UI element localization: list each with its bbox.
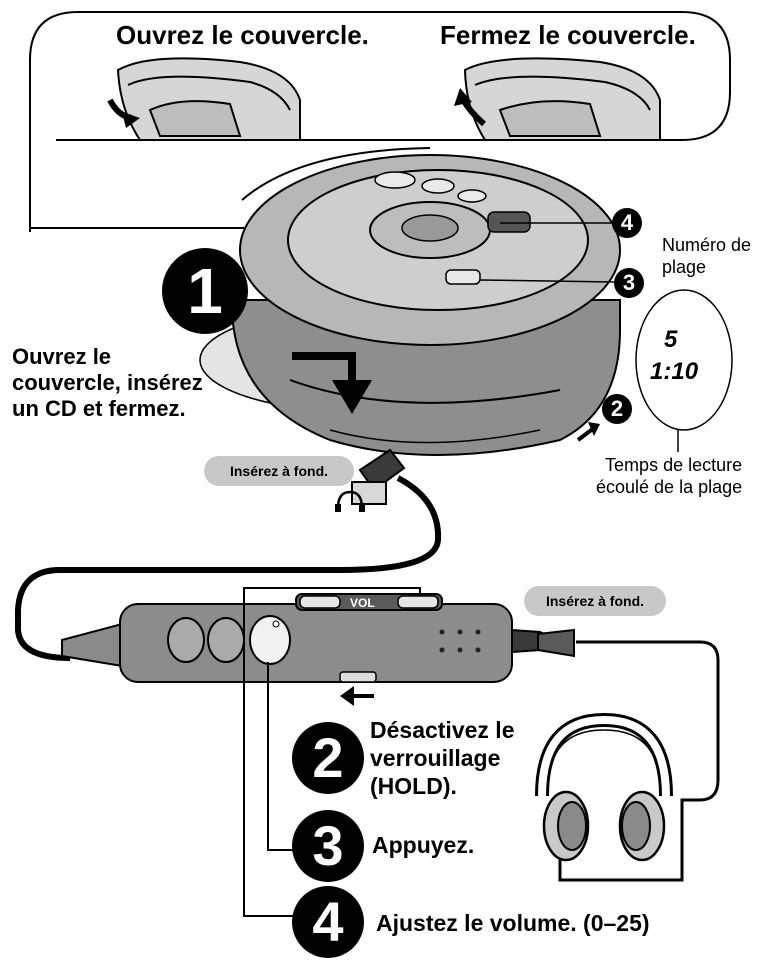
remote-control <box>61 593 575 683</box>
leader-line-step-3 <box>267 662 298 851</box>
step-2-line-2: verrouillage <box>370 745 501 771</box>
player-view-closed <box>463 57 661 141</box>
track-number-value: 5 <box>664 326 678 353</box>
elapsed-time-label: Temps de lecture écoulé de la plage <box>596 454 742 498</box>
track-number-label: Numéro de plage <box>662 234 751 278</box>
curved-arrow-up-head <box>454 88 472 106</box>
insert-callout-remote: Insérez à fond. <box>524 586 666 616</box>
time-label-line-2: écoulé de la plage <box>596 477 743 497</box>
step-1-badge: 1 <box>162 248 248 334</box>
step-2-text: Désactivez le verrouillage (HOLD). <box>370 716 514 800</box>
step-2-badge: 2 <box>292 722 364 794</box>
step-1-line-2: couvercle, insérez <box>12 370 203 395</box>
step-4-text: Ajustez le volume. (0–25) <box>376 910 650 936</box>
step-3-badge: 3 <box>292 810 364 882</box>
track-label-line-2: plage <box>662 257 707 277</box>
hold-switch <box>339 671 377 683</box>
step-2-line-3: (HOLD). <box>370 773 457 799</box>
track-label-line-1: Numéro de <box>662 235 752 255</box>
vol-label: VOL <box>350 596 375 610</box>
headphones <box>535 712 673 862</box>
leader-line-volume <box>243 587 421 596</box>
time-label-line-1: Temps de lecture <box>605 455 743 475</box>
leader-line-3 <box>479 279 615 283</box>
cable-to-remote <box>15 475 442 661</box>
player-view-open <box>116 57 301 141</box>
step-1-line-1: Ouvrez le <box>12 344 112 369</box>
bent-arrow-down-icon <box>292 352 356 382</box>
step-1-line-3: un CD et fermez. <box>12 396 186 421</box>
skip-back-button <box>167 617 205 663</box>
play-button-player <box>445 269 481 285</box>
leader-line-step-4 <box>243 596 298 917</box>
skip-forward-button <box>207 617 245 663</box>
cable-to-headphones <box>558 640 720 882</box>
step-2-line-1: Désactivez le <box>370 717 515 743</box>
insert-callout-player: Insérez à fond. <box>204 456 354 486</box>
cd-player <box>230 147 621 456</box>
top-panel-frame <box>29 11 731 232</box>
arrow-right-icon <box>576 426 596 442</box>
arrow-left-head <box>340 686 354 706</box>
bent-arrow-down-head <box>332 380 372 414</box>
headphone-icon <box>336 490 364 509</box>
step-3-text: Appuyez. <box>372 832 475 858</box>
badge-3-small: 3 <box>614 268 644 298</box>
play-button-remote <box>249 615 291 665</box>
volume-minus-button <box>299 595 341 609</box>
elapsed-time-value: 1:10 <box>650 358 699 385</box>
arrow-right-head <box>588 422 600 436</box>
headphone-icon-left <box>335 504 341 512</box>
close-lid-caption: Fermez le couvercle. <box>440 20 696 50</box>
display-oval <box>635 289 733 431</box>
volume-button-player <box>487 211 531 233</box>
open-lid-caption: Ouvrez le couvercle. <box>116 20 369 50</box>
badge-4-small: 4 <box>612 208 642 238</box>
badge-2-small: 2 <box>602 394 632 424</box>
curved-arrow-down-head <box>122 112 140 128</box>
volume-plus-button <box>397 595 439 609</box>
headphone-icon-right <box>359 504 365 512</box>
step-4-badge: 4 <box>292 886 364 958</box>
step-1-text: Ouvrez le couvercle, insérez un CD et fe… <box>12 344 203 422</box>
